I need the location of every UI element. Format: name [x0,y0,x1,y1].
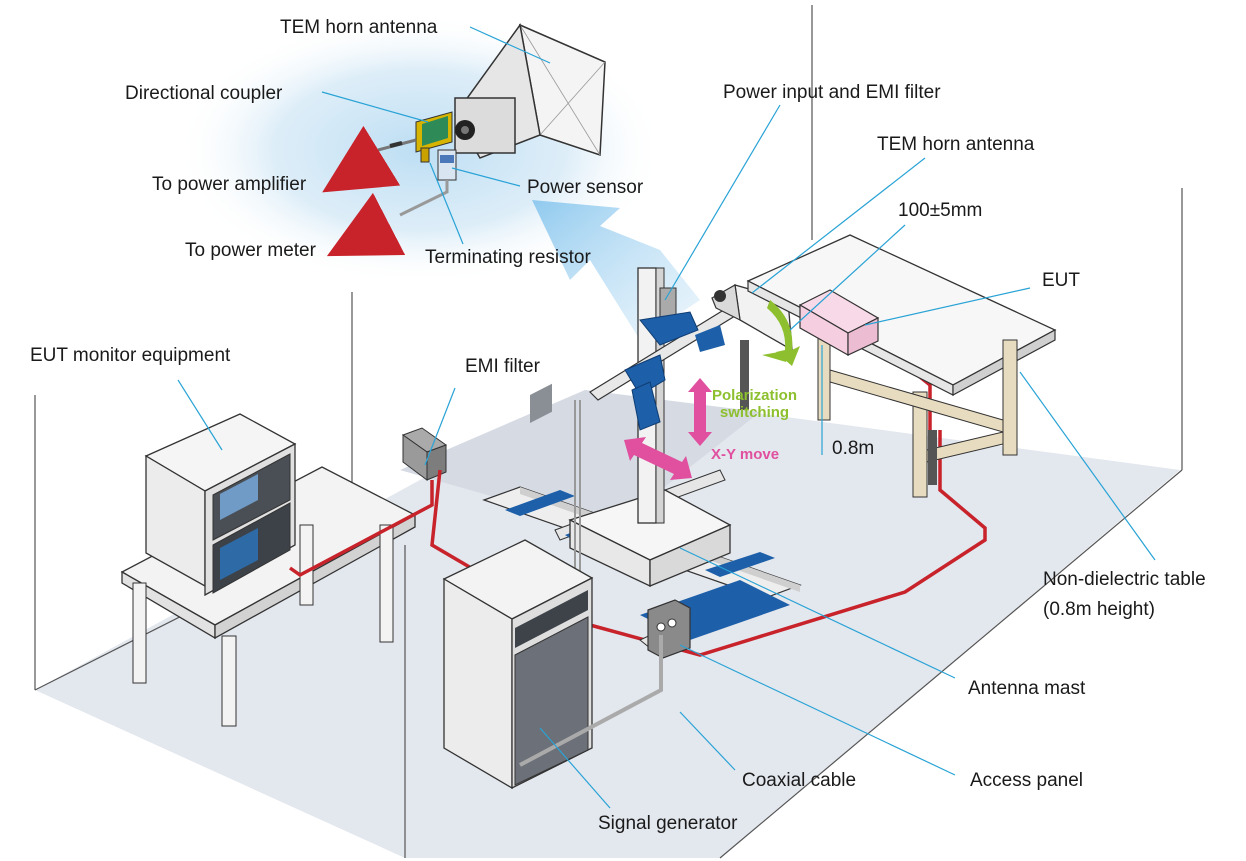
label-distance: 100±5mm [898,200,982,221]
emi-filter [401,427,448,481]
access-panel [647,599,691,659]
label-directional-coupler: Directional coupler [125,83,283,104]
label-signal-generator: Signal generator [598,813,738,834]
label-to-power-meter: To power meter [185,240,317,261]
non-dielectric-table [740,234,1057,498]
arrow-to-power-meter [326,192,406,257]
label-to-power-amplifier: To power amplifier [152,174,307,195]
label-access-panel: Access panel [970,770,1083,791]
label-emi-filter: EMI filter [465,356,541,377]
coaxial-cable [519,635,663,767]
label-coaxial-cable: Coaxial cable [742,770,856,791]
power-sensor [437,149,457,181]
tem-horn-detail [322,23,606,257]
label-power-input-emi-filter: Power input and EMI filter [723,82,941,103]
eut-monitor-equipment [144,413,297,597]
floor [35,390,1180,858]
label-power-sensor: Power sensor [527,177,644,198]
label-tem-horn-antenna-right: TEM horn antenna [877,134,1035,155]
xy-move-arrows [624,378,712,480]
label-tem-horn-antenna-top: TEM horn antenna [280,17,438,38]
eut [798,289,880,357]
label-antenna-mast: Antenna mast [968,678,1086,699]
polarization-arrow [767,300,800,366]
directional-coupler [377,111,453,153]
label-height: 0.8m [832,438,874,459]
label-eut-monitor-equipment: EUT monitor equipment [30,345,231,366]
label-terminating-resistor: Terminating resistor [425,247,591,268]
terminating-resistor [420,147,430,163]
label-xy-move: X-Y move [711,446,779,463]
labels: TEM horn antenna Directional coupler To … [30,17,1086,834]
label-non-dielectric-table: Non-dielectric table (0.8m height) [1043,569,1206,620]
label-polarization-switching: Polarization switching [712,387,798,421]
leader-lines [177,26,1156,809]
arrow-to-power-amplifier [322,125,401,193]
label-eut: EUT [1042,270,1080,291]
